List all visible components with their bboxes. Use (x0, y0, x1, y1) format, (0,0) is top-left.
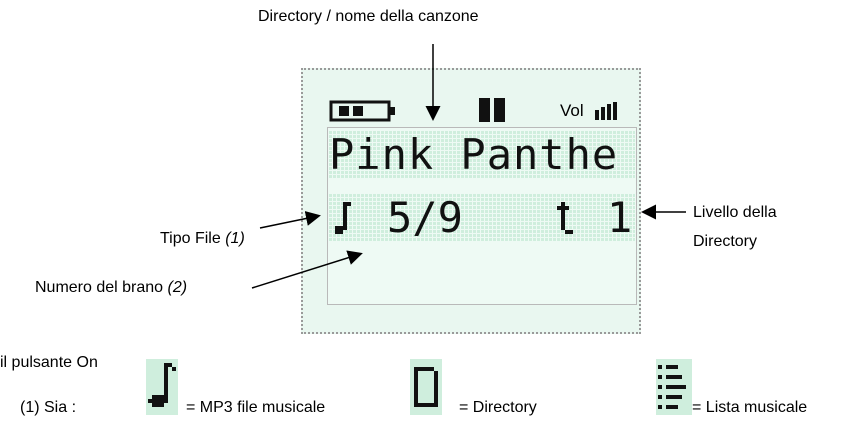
legend-item-directory: = Directory (459, 399, 537, 416)
legend-item-mp3: = MP3 file musicale (186, 399, 326, 416)
volume-label: Vol (560, 101, 584, 120)
lcd-song-name: Pink Panthe (329, 130, 619, 179)
music-file-icon (146, 359, 178, 415)
lcd-line-2: 5/9 1 (329, 194, 635, 242)
directory-level-label-1: Livello della (693, 204, 777, 221)
pause-icon (477, 97, 507, 123)
music-note-icon (335, 202, 351, 234)
legend-item-playlist: = Lista musicale (692, 399, 808, 416)
volume-level-icon (594, 101, 622, 121)
track-number-label: Numero del brano (2) (35, 279, 188, 296)
on-button-label: il pulsante On (0, 354, 98, 371)
lcd-line-1: Pink Panthe (329, 131, 635, 179)
up-arrow-icon (557, 202, 573, 234)
directory-icon (410, 359, 442, 415)
playlist-icon (656, 359, 692, 415)
directory-level-label-2: Directory (693, 233, 758, 250)
directory-song-name-label: Directory / nome della canzone (258, 8, 479, 25)
file-type-label: Tipo File (1) (160, 230, 245, 247)
lcd-track-number: 5/9 (387, 193, 463, 242)
legend-prefix: (1) Sia : (20, 399, 77, 416)
battery-icon (329, 99, 399, 123)
lcd-directory-level: 1 (607, 193, 633, 242)
